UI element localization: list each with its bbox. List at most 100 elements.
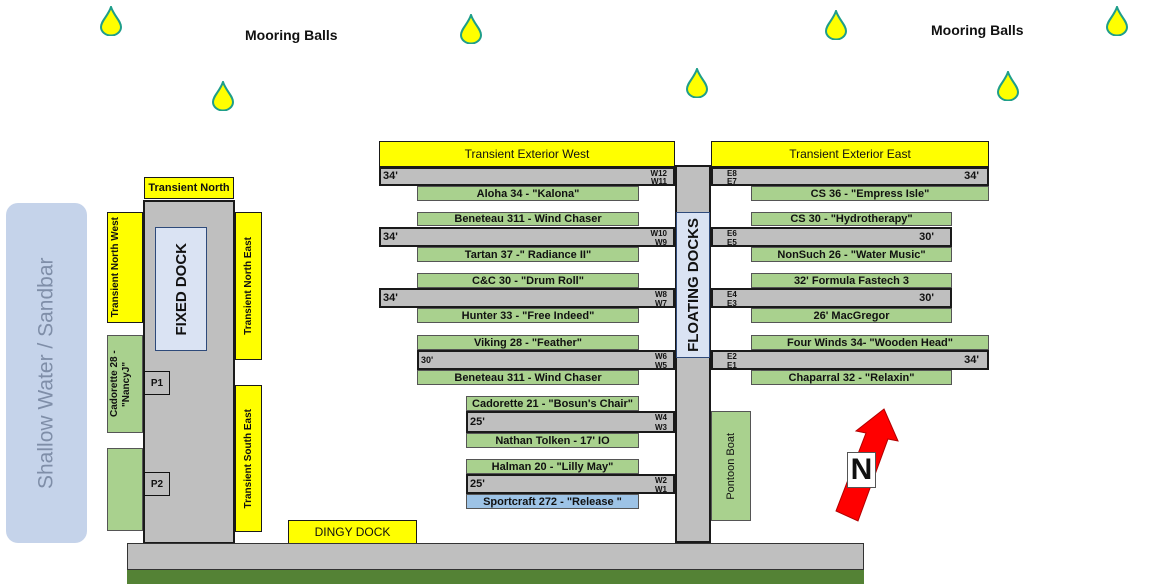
transient-north-east[interactable]: Transient North East bbox=[235, 212, 262, 360]
mooring-ball-icon bbox=[686, 68, 708, 98]
fixed-dock-label: FIXED DOCK bbox=[172, 242, 190, 336]
finger-length: 30' bbox=[919, 292, 934, 304]
slip-empty[interactable] bbox=[107, 448, 143, 531]
slip-cadorette-nancyj[interactable]: Cadorette 28 - "NancyJ" bbox=[107, 335, 143, 433]
transient-exterior-east-label: Transient Exterior East bbox=[789, 147, 911, 161]
transient-north[interactable]: Transient North bbox=[144, 177, 234, 199]
slip-tag-e8: E8 bbox=[727, 169, 737, 178]
slip-e6[interactable]: CS 30 - "Hydrotherapy" bbox=[751, 212, 952, 226]
slip-tag-e5: E5 bbox=[727, 238, 737, 247]
slip-boat-label: Chaparral 32 - "Relaxin" bbox=[788, 371, 915, 384]
finger-length: 34' bbox=[964, 354, 979, 366]
east-finger-e4-e3: E4 E3 30' bbox=[711, 288, 952, 308]
slip-tag-e2: E2 bbox=[727, 352, 737, 361]
slip-e2[interactable]: Four Winds 34- "Wooden Head" bbox=[751, 335, 989, 350]
slip-boat-label: CS 30 - "Hydrotherapy" bbox=[790, 213, 913, 225]
mooring-ball-icon bbox=[997, 71, 1019, 101]
slip-boat-label: NonSuch 26 - "Water Music" bbox=[777, 248, 926, 261]
slip-tag-w8: W8 bbox=[655, 290, 667, 299]
slip-w1[interactable]: Sportcraft 272 - "Release " bbox=[466, 494, 639, 509]
slip-w2[interactable]: Halman 20 - "Lilly May" bbox=[466, 459, 639, 474]
slip-p2[interactable]: P2 bbox=[144, 472, 170, 496]
east-finger-e2-e1: E2 E1 34' bbox=[711, 350, 989, 370]
slip-boat-label: Viking 28 - "Feather" bbox=[473, 336, 583, 349]
slip-w10[interactable]: Beneteau 311 - Wind Chaser bbox=[417, 212, 639, 226]
slip-boat-label: Tartan 37 -" Radiance II" bbox=[464, 248, 592, 261]
pontoon-boat[interactable]: Pontoon Boat bbox=[711, 411, 751, 521]
finger-length: 34' bbox=[383, 231, 398, 243]
west-finger-w2-w1: 25' W2 W1 bbox=[466, 474, 675, 494]
transient-south-east[interactable]: Transient South East bbox=[235, 385, 262, 532]
slip-tag-e6: E6 bbox=[727, 229, 737, 238]
mooring-ball-icon bbox=[1106, 6, 1128, 36]
slip-boat-label: Aloha 34 - "Kalona" bbox=[476, 187, 580, 200]
finger-length: 25' bbox=[470, 416, 485, 428]
finger-length: 30' bbox=[919, 231, 934, 243]
transient-north-east-label: Transient North East bbox=[243, 237, 254, 335]
west-finger-w10-w9: 34' W10 W9 bbox=[379, 227, 675, 247]
slip-w7[interactable]: Hunter 33 - "Free Indeed" bbox=[417, 308, 639, 323]
slip-p1[interactable]: P1 bbox=[144, 371, 170, 395]
slip-tag-w4: W4 bbox=[655, 413, 667, 422]
mooring-balls-title-right: Mooring Balls bbox=[931, 22, 1024, 38]
slip-tag-w5: W5 bbox=[655, 361, 667, 370]
shallow-water-area: Shallow Water / Sandbar bbox=[6, 203, 87, 543]
slip-w3[interactable]: Nathan Tolken - 17' IO bbox=[466, 433, 639, 448]
slip-e3[interactable]: 26' MacGregor bbox=[751, 308, 952, 323]
slip-tag-e1: E1 bbox=[727, 361, 737, 370]
slip-p1-label: P1 bbox=[150, 377, 164, 389]
mooring-ball-icon bbox=[460, 14, 482, 44]
slip-tag-w7: W7 bbox=[655, 299, 667, 308]
floating-docks-sign: FLOATING DOCKS bbox=[676, 212, 710, 358]
slip-boat-label: Sportcraft 272 - "Release " bbox=[483, 495, 622, 508]
transient-exterior-west[interactable]: Transient Exterior West bbox=[379, 141, 675, 167]
shore-grass bbox=[127, 570, 864, 584]
slip-boat-label: CS 36 - "Empress Isle" bbox=[810, 187, 930, 200]
transient-north-label: Transient North bbox=[148, 182, 230, 194]
finger-length: 30' bbox=[421, 355, 434, 365]
slip-boat-label: Four Winds 34- "Wooden Head" bbox=[787, 336, 953, 349]
slip-boat-label: Beneteau 311 - Wind Chaser bbox=[454, 371, 602, 384]
slip-boat-label: Hunter 33 - "Free Indeed" bbox=[461, 309, 595, 322]
dingy-dock[interactable]: DINGY DOCK bbox=[288, 520, 417, 544]
slip-w5[interactable]: Beneteau 311 - Wind Chaser bbox=[417, 370, 639, 385]
slip-boat-label: Beneteau 311 - Wind Chaser bbox=[454, 213, 602, 225]
floating-docks-label: FLOATING DOCKS bbox=[684, 218, 702, 352]
slip-boat-label: Cadorette 21 - "Bosun's Chair" bbox=[472, 397, 633, 410]
slip-e4[interactable]: 32' Formula Fastech 3 bbox=[751, 273, 952, 288]
pontoon-boat-label: Pontoon Boat bbox=[725, 432, 737, 500]
slip-e1[interactable]: Chaparral 32 - "Relaxin" bbox=[751, 370, 952, 385]
slip-tag-w9: W9 bbox=[655, 238, 667, 247]
slip-tag-w6: W6 bbox=[655, 352, 667, 361]
west-finger-w12-w11: 34' W12 W11 bbox=[379, 167, 675, 186]
slip-w6[interactable]: Viking 28 - "Feather" bbox=[417, 335, 639, 350]
slip-tag-w10: W10 bbox=[650, 229, 667, 238]
slip-w9[interactable]: Tartan 37 -" Radiance II" bbox=[417, 247, 639, 262]
slip-tag-w1: W1 bbox=[655, 485, 667, 494]
slip-w11[interactable]: Aloha 34 - "Kalona" bbox=[417, 186, 639, 201]
transient-exterior-east[interactable]: Transient Exterior East bbox=[711, 141, 989, 167]
finger-length: 34' bbox=[964, 170, 979, 182]
slip-w4[interactable]: Cadorette 21 - "Bosun's Chair" bbox=[466, 396, 639, 411]
transient-south-east-label: Transient South East bbox=[243, 408, 254, 509]
slip-tag-e7: E7 bbox=[727, 177, 737, 186]
slip-w8[interactable]: C&C 30 - "Drum Roll" bbox=[417, 273, 639, 288]
transient-north-west-label: Transient North West bbox=[110, 217, 121, 318]
east-finger-e8-e7: E8 E7 34' bbox=[711, 167, 989, 186]
mooring-ball-icon bbox=[825, 10, 847, 40]
shore-walkway bbox=[127, 543, 864, 570]
dingy-dock-label: DINGY DOCK bbox=[314, 525, 391, 539]
slip-tag-w11: W11 bbox=[650, 177, 667, 186]
transient-north-west[interactable]: Transient North West bbox=[107, 212, 143, 323]
east-finger-e6-e5: E6 E5 30' bbox=[711, 227, 952, 247]
slip-boat-label: 32' Formula Fastech 3 bbox=[793, 274, 910, 287]
fixed-dock-sign: FIXED DOCK bbox=[155, 227, 207, 351]
transient-exterior-west-label: Transient Exterior West bbox=[464, 147, 590, 161]
west-finger-w8-w7: 34' W8 W7 bbox=[379, 288, 675, 308]
slip-e5[interactable]: NonSuch 26 - "Water Music" bbox=[751, 247, 952, 262]
mooring-ball-icon bbox=[212, 81, 234, 111]
finger-length: 25' bbox=[470, 478, 485, 490]
mooring-balls-title-left: Mooring Balls bbox=[245, 27, 338, 43]
slip-tag-w12: W12 bbox=[650, 169, 667, 178]
slip-e7[interactable]: CS 36 - "Empress Isle" bbox=[751, 186, 989, 201]
